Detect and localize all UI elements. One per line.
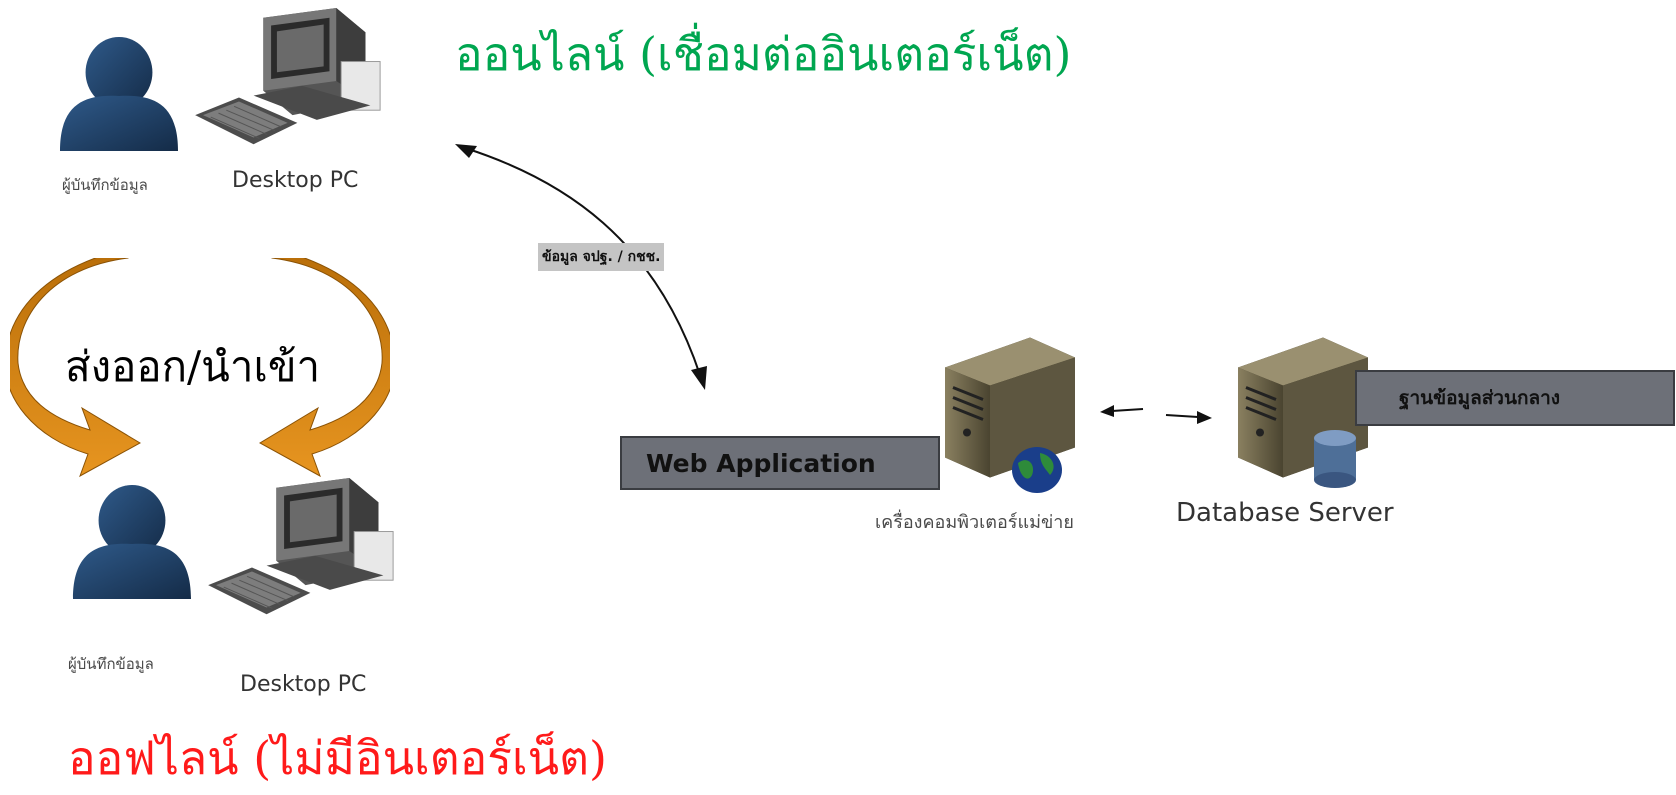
offline-user-label: ผู้บันทึกข้อมูล bbox=[68, 655, 154, 673]
server-link-arrows bbox=[1098, 400, 1218, 430]
online-user-label: ผู้บันทึกข้อมูล bbox=[62, 176, 148, 194]
database-cylinder-icon bbox=[1310, 428, 1360, 490]
connection-label: ข้อมูล จปฐ. / กชช. bbox=[538, 243, 665, 271]
offline-pc-label: Desktop PC bbox=[240, 672, 367, 697]
web-server-label: เครื่องคอมพิวเตอร์แม่ข่าย bbox=[875, 512, 1074, 533]
online-title: ออนไลน์ (เชื่อมต่ออินเตอร์เน็ต) bbox=[455, 27, 1072, 81]
online-desktop-pc-icon bbox=[195, 8, 390, 154]
sync-arrows-icon bbox=[4, 247, 396, 478]
globe-icon bbox=[1010, 445, 1065, 495]
central-database-label: ฐานข้อมูลส่วนกลาง bbox=[1399, 387, 1561, 409]
web-application-label: Web Application bbox=[646, 448, 876, 478]
offline-desktop-pc-icon bbox=[208, 478, 403, 624]
offline-title: ออฟไลน์ (ไม่มีอินเตอร์เน็ต) bbox=[68, 731, 607, 785]
sync-label: ส่งออก/นำเข้า bbox=[65, 342, 321, 391]
online-pc-label: Desktop PC bbox=[232, 168, 359, 193]
central-database-box: ฐานข้อมูลส่วนกลาง bbox=[1355, 370, 1675, 426]
web-application-box: Web Application bbox=[620, 436, 940, 490]
online-user-icon bbox=[55, 35, 183, 153]
connection-arrow bbox=[455, 140, 755, 400]
offline-user-icon bbox=[68, 483, 196, 601]
database-server-label: Database Server bbox=[1176, 498, 1394, 528]
